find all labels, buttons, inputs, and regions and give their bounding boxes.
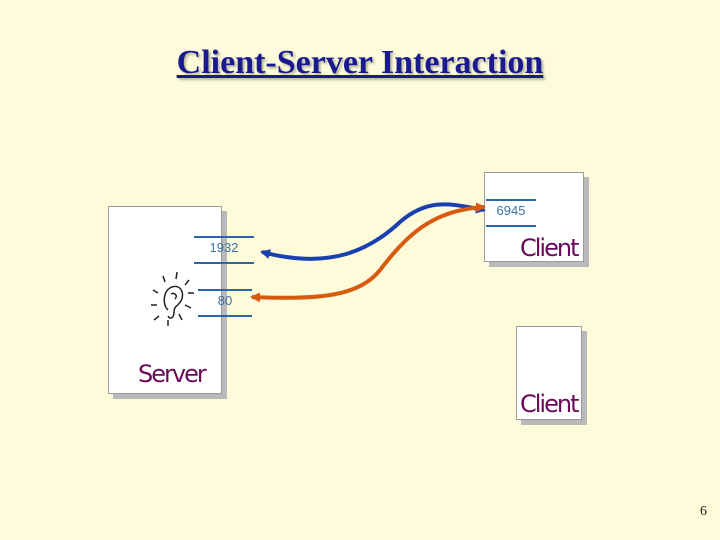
server-port-1932: 1932 [194, 236, 254, 264]
client-label-1: Client [520, 234, 580, 262]
page-number: 6 [700, 504, 707, 519]
slide-title: Client-Server Interaction [176, 44, 544, 81]
client-port-6945: 6945 [486, 199, 536, 227]
client-box-2 [516, 326, 582, 420]
server-port-80: 80 [198, 289, 252, 317]
ear-icon [151, 271, 194, 326]
client-label-2: Client [520, 390, 580, 418]
connection-orange [250, 202, 486, 303]
server-label: Server [138, 360, 207, 388]
client-box-1 [484, 172, 584, 262]
